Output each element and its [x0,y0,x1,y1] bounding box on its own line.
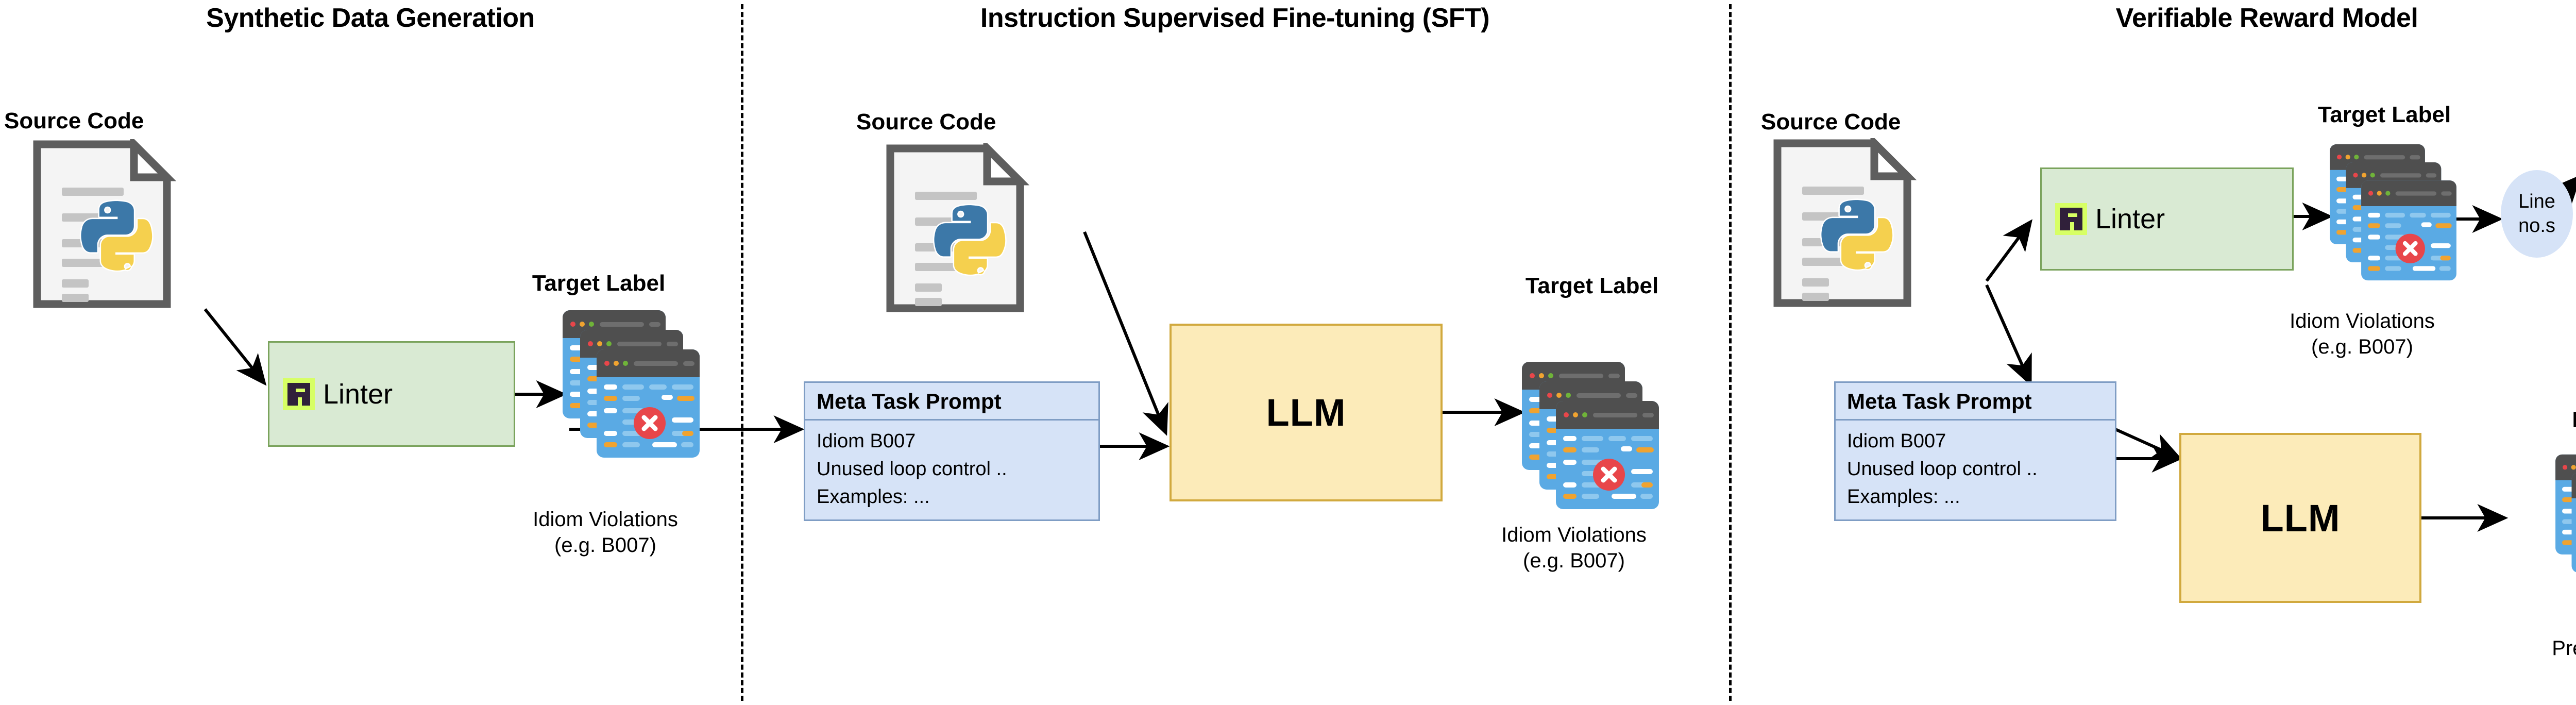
idiom-violation-windows-p3 [2329,143,2458,281]
prompt-line-unused-loop-p3: Unused loop control .. [1847,458,2038,480]
panel-title-synthetic-data-generation: Synthetic Data Generation [206,3,535,33]
venn-diagram [2565,66,2576,164]
predicted-violation-windows-p3 [2554,454,2576,592]
meta-task-prompt-box-p2[interactable]: Meta Task Prompt Idiom B007 Unused loop … [804,381,1100,521]
idiom-violations-caption-p2-line1: Idiom Violations [1501,524,1647,546]
meta-task-prompt-body-p2: Idiom B007 Unused loop control .. Exampl… [805,421,1098,519]
meta-task-prompt-box-p3[interactable]: Meta Task Prompt Idiom B007 Unused loop … [1834,381,2116,521]
prompt-line-idiom-p3: Idiom B007 [1847,430,1946,452]
idiom-violation-windows-p1 [562,309,701,459]
source-code-heading-p2: Source Code [856,109,996,135]
python-source-code-icon-p3 [1772,138,1917,308]
meta-task-prompt-header-p2: Meta Task Prompt [805,383,1098,421]
target-line-numbers-bubble: Line no.s [2501,170,2573,258]
llm-label-p2: LLM [1266,391,1346,434]
prompt-line-idiom-p2: Idiom B007 [817,430,916,452]
ruff-logo-icon-p1 [283,378,315,410]
idiom-violation-windows-p2 [1521,361,1660,510]
prompt-line-examples-p2: Examples: ... [817,486,930,508]
idiom-violations-caption-p1-line1: Idiom Violations [533,508,678,531]
target-line-numbers-line1: Line [2518,190,2555,212]
llm-box-p3[interactable]: LLM [2179,433,2421,603]
meta-task-prompt-body-p3: Idiom B007 Unused loop control .. Exampl… [1836,421,2115,519]
predicted-violations-caption-line1: Predicted B007 [2552,637,2576,660]
llm-label-p3: LLM [2260,496,2341,540]
linter-box-p1[interactable]: Linter [268,341,515,447]
source-code-heading-p3: Source Code [1761,109,1901,135]
idiom-violations-caption-p2-line2: (e.g. B007) [1523,549,1625,572]
linter-label-p1: Linter [323,378,393,410]
linter-label-p3: Linter [2095,204,2165,234]
linter-box-p3[interactable]: Linter [2040,167,2294,271]
prompt-line-unused-loop-p2: Unused loop control .. [817,458,1007,480]
idiom-violations-caption-p3-line2: (e.g. B007) [2311,335,2413,358]
panel-title-verifiable-reward-model: Verifiable Reward Model [2115,3,2418,33]
idiom-violations-caption-p3-line1: Idiom Violations [2290,310,2435,332]
predicted-violations-caption-line2: Violations [2532,662,2576,686]
ruff-logo-icon-p3 [2055,203,2087,235]
panel-divider-2 [1729,4,1732,701]
target-label-heading-p1: Target Label [532,271,666,296]
prompt-line-examples-p3: Examples: ... [1847,486,1960,508]
source-code-heading-p1: Source Code [4,108,144,133]
meta-task-prompt-header-p3: Meta Task Prompt [1836,383,2115,421]
llm-box-p2[interactable]: LLM [1170,324,1443,501]
target-line-numbers-line2: no.s [2518,215,2555,237]
prediction-heading-p3: Prediction [2555,407,2576,433]
python-source-code-icon-p2 [885,143,1029,313]
target-label-heading-p2: Target Label [1525,273,1659,298]
panel-divider-1 [741,4,743,701]
target-label-heading-p3: Target Label [2317,102,2451,127]
python-source-code-icon-p1 [32,139,176,309]
idiom-violations-caption-p1-line2: (e.g. B007) [554,534,656,557]
panel-title-sft: Instruction Supervised Fine-tuning (SFT) [980,3,1490,33]
reward-heading: Reward [2568,21,2576,46]
